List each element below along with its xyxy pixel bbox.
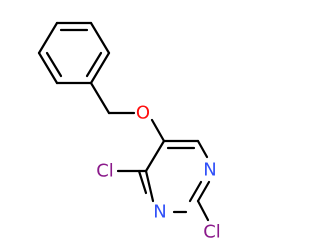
double-bond-inner — [137, 169, 148, 195]
molecule-structure: O N N Cl Cl — [37, 21, 221, 243]
nitrogen-atom-label: N — [203, 160, 216, 181]
bond — [89, 21, 111, 55]
double-bond-inner — [85, 51, 103, 78]
bond — [196, 180, 211, 203]
chlorine-atom-label: Cl — [203, 222, 221, 243]
bond-ring-to-ch2 — [89, 81, 111, 115]
structure-canvas: O N N Cl Cl — [37, 21, 221, 243]
nitrogen-atom-label: N — [153, 202, 166, 223]
bond — [37, 21, 59, 55]
bond — [144, 169, 155, 203]
double-bond-inner — [45, 51, 63, 78]
bond — [144, 139, 166, 173]
pyrimidine-ring — [137, 139, 211, 214]
oxygen-atom-label: O — [136, 103, 150, 124]
chlorine-atom-label: Cl — [96, 161, 114, 182]
double-bond-inner — [188, 180, 203, 203]
bond-c2-to-chlorine — [196, 199, 210, 222]
bond — [196, 139, 209, 159]
benzene-ring — [37, 21, 111, 85]
bond-oxygen-to-c5 — [150, 118, 166, 143]
bond — [89, 51, 111, 85]
bond — [37, 51, 59, 85]
